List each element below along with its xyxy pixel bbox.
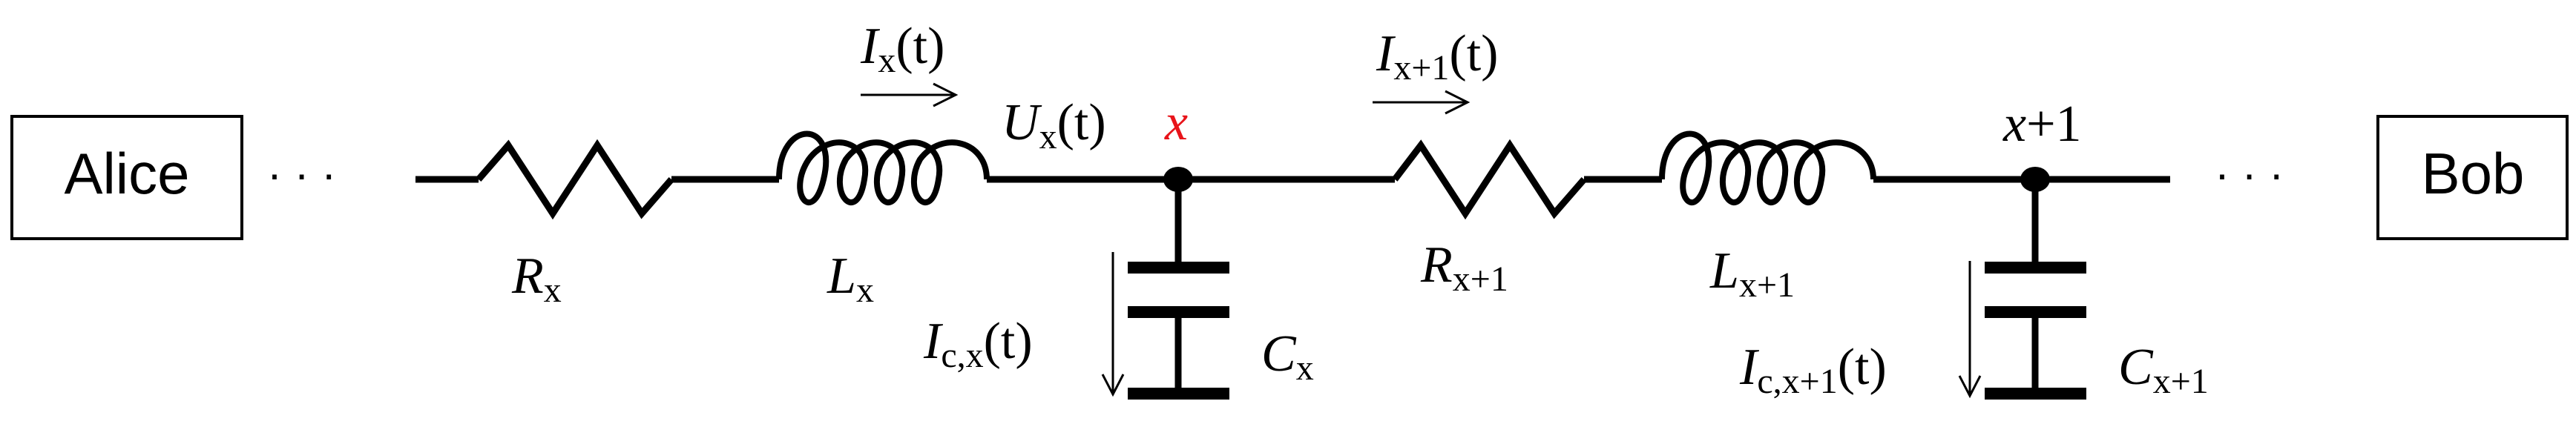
main-wire [415,139,2170,220]
cap-x-plate-1 [1128,262,1229,274]
inductor-x [776,130,990,205]
alice-node: Alice [10,115,243,240]
label-node-x1: x+1 [2002,96,2082,153]
arrow-icx1 [1958,261,1982,399]
arrow-ix1 [1373,90,1471,115]
alice-label: Alice [64,141,189,206]
label-ix1: Ix+1(t) [1376,25,1498,87]
labels-segment-x1: Ix+1(t) x+1 Rx+1 Lx+1 Cx+1 Ic,x+1(t) [1376,25,2209,401]
bob-label: Bob [2422,141,2525,206]
arrow-ix [861,82,959,107]
cap-x1-plate-3 [1985,388,2086,400]
arrow-icx [1101,252,1125,397]
resistor-x-zigzag [476,139,674,220]
label-ix: Ix(t) [860,18,944,80]
cap-x-plate-2 [1128,306,1229,318]
label-rx1: Rx+1 [1420,236,1508,299]
right-ellipsis: · · · [2215,149,2284,199]
bob-node: Bob [2376,115,2569,240]
bob-box [2376,115,2569,240]
label-icx1: Ic,x+1(t) [1739,339,1887,401]
label-cx: Cx [1261,325,1314,388]
node-x-branch [1128,167,1229,400]
label-lx: Lx [827,248,874,310]
left-ellipsis: · · · [267,149,336,199]
label-cx1: Cx+1 [2118,339,2209,401]
cap-x1-plate-1 [1985,262,2086,274]
alice-box [10,115,243,240]
label-rx: Rx [511,248,562,310]
labels-segment-x: Ix(t) Ux(t) x Rx Lx Cx Ic,x(t) [511,18,1314,388]
inductor-x1 [1659,130,1876,205]
cap-x-plate-3 [1128,388,1229,400]
label-lx1: Lx+1 [1709,242,1795,305]
node-x1-branch [1985,167,2086,400]
label-icx: Ic,x(t) [923,313,1033,375]
label-node-x: x [1164,94,1188,151]
resistor-x1-zigzag [1392,139,1587,220]
cap-x1-plate-2 [1985,306,2086,318]
label-ux: Ux(t) [1002,94,1106,156]
